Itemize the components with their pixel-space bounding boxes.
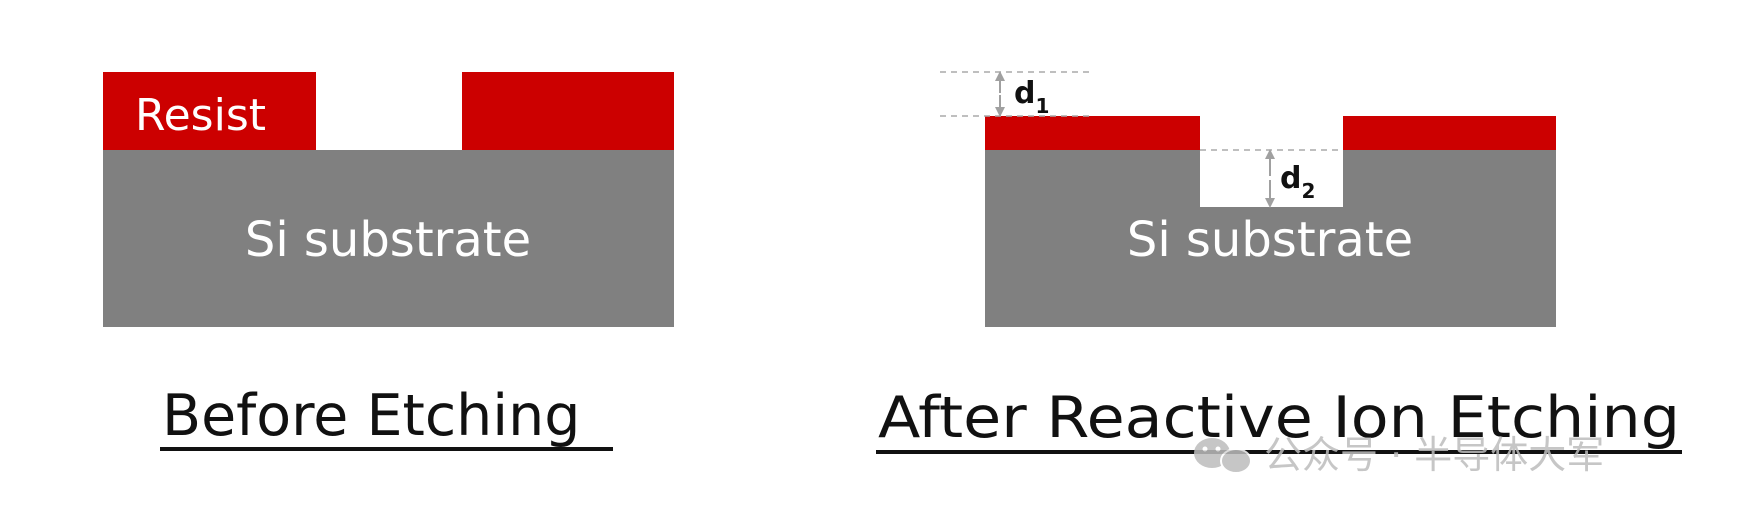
after-substrate-label: Si substrate [1127, 212, 1413, 268]
before-resist-left [103, 72, 316, 150]
after-resist-left [985, 116, 1200, 150]
d2-label: d2 [1280, 161, 1315, 203]
watermark: 公众号 · 半导体大军 [1194, 433, 1604, 477]
before-si-substrate [103, 150, 674, 327]
before-resist-label: Resist [135, 90, 266, 141]
before-etching-panel: Resist Si substrate Before Etching [103, 72, 674, 451]
watermark-text: 公众号 · 半导体大军 [1264, 433, 1604, 477]
before-substrate-label: Si substrate [245, 212, 531, 268]
wechat-icon [1194, 438, 1252, 474]
after-caption: After Reactive Ion Etching [878, 385, 1680, 451]
after-resist-right [1343, 116, 1556, 150]
before-resist-right [462, 72, 674, 150]
before-caption: Before Etching [162, 383, 580, 449]
after-si-substrate [985, 150, 1556, 327]
d1-label: d1 [1014, 76, 1049, 118]
after-etching-panel: d1 d2 Si substrate After Reactive Ion Et… [876, 71, 1682, 454]
